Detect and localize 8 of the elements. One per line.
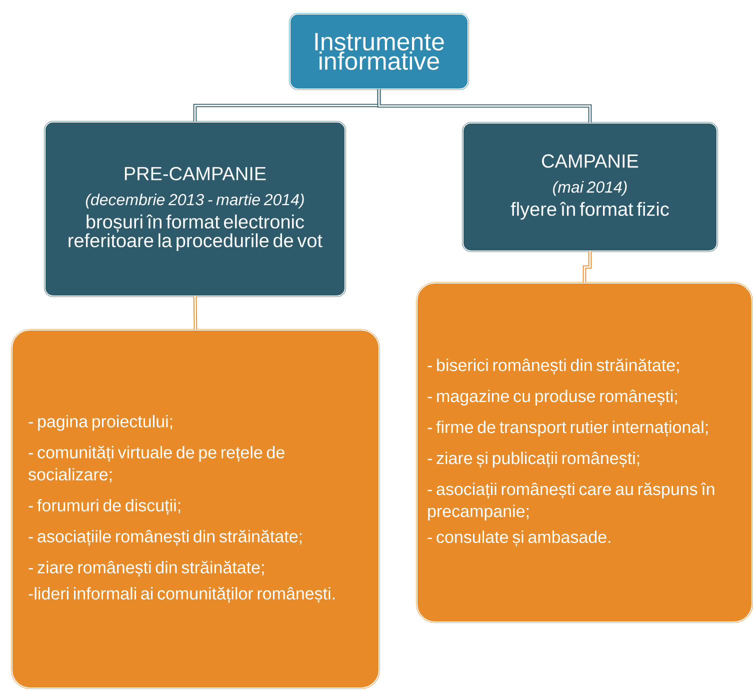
list-box: - biserici românești din străinătate; - magazine cu produse românești; - firme de transport rutier internațional; - ziare și publicații românești; - asociații românești care au răspuns în precampanie; - consulate și ambasade. [416,282,753,623]
title-box: Instrumente informative [289,13,469,90]
connector [377,89,592,123]
connector [582,251,592,283]
stage-box: CAMPANIE (mai 2014) flyere în format fizic [462,122,718,252]
connector [193,296,198,330]
stage-box: PRE-CAMPANIE (decembrie 2013 - martie 2014) broșuri în format electronic referitoare la procedurile de vot [44,121,346,297]
list-box: - pagina proiectului; - comunități virtuale de pe rețele de socializare; - forumuri de discuții; - asociațiile românești din străinătate; - ziare românești din străinătate; -lideri informali ai comunităților românești. [11,329,380,689]
